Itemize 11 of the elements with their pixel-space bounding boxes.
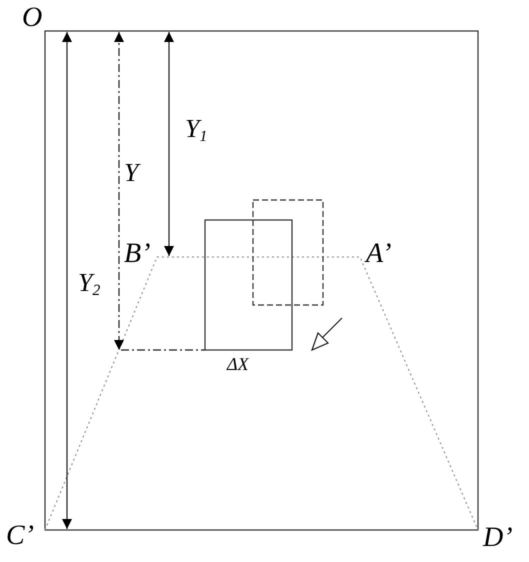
point-label: Y$_{2}$ xyxy=(78,270,100,298)
point-label: A’ xyxy=(366,240,392,268)
point-label: D’ xyxy=(483,524,513,552)
point-label: ΔX xyxy=(227,355,249,373)
point-label: B’ xyxy=(124,240,150,268)
solid-rectangle xyxy=(204,219,293,351)
point-label: Y$_{1}$ xyxy=(185,116,208,144)
dashed-rectangle xyxy=(252,199,324,306)
point-label: O xyxy=(22,4,42,32)
point-label: C’ xyxy=(6,522,34,550)
point-label: Y xyxy=(124,160,138,186)
